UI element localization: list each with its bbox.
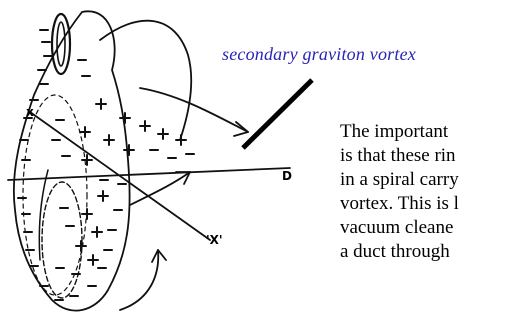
body-paragraph: The important is that these rin in a spi… <box>340 120 509 264</box>
paragraph-line: is that these rin <box>340 145 456 166</box>
inner-loop <box>41 181 83 299</box>
paragraph-line: a duct through <box>340 241 450 262</box>
paragraph-line: in a spiral carry <box>340 169 459 190</box>
horizontal-axis <box>7 167 291 181</box>
paragraph-line: The important <box>340 121 449 142</box>
caption-secondary-graviton-vortex: secondary graviton vortex <box>222 44 416 64</box>
top-loop-inner <box>56 21 66 67</box>
vortex-outer-outline <box>12 10 131 312</box>
minus-marks <box>17 29 195 301</box>
lower-flow-arrow <box>129 171 191 206</box>
paragraph-line: vortex. This is l <box>340 193 459 214</box>
label-right: D <box>282 169 292 183</box>
plus-marks <box>75 98 187 266</box>
upper-flow-arrow <box>99 19 193 141</box>
paragraph-line: vacuum cleane <box>340 217 454 238</box>
label-upper-left: x <box>26 105 34 119</box>
top-loop-outer <box>50 12 72 76</box>
pointer-line <box>241 78 314 150</box>
mid-loop <box>22 94 88 296</box>
right-flow-arrow <box>139 87 249 133</box>
bottom-flow-arrow <box>119 249 160 311</box>
label-lower-right: 'X' <box>206 233 223 247</box>
